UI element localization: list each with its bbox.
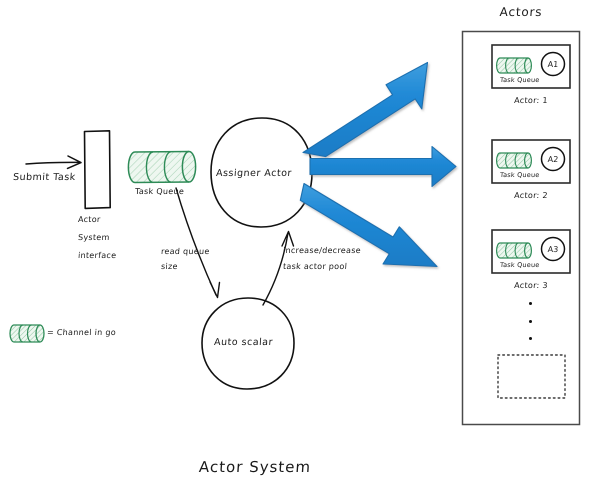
- actor-2-queue-icon: [496, 152, 532, 169]
- actor-3-queue-icon: [496, 242, 532, 259]
- read-queue-label-line2: size: [160, 262, 179, 271]
- dispatch-arrow-actor-3: [299, 182, 438, 268]
- task-queue-label: Task Queue: [134, 187, 185, 196]
- actor-box-2: [491, 139, 571, 184]
- submit-task-arrow-icon: [25, 155, 82, 170]
- auto-scalar-circle: [201, 297, 295, 390]
- actor-3-queue-label: Task Queue: [499, 261, 540, 269]
- actor-3-badge-label: A3: [547, 245, 559, 254]
- actor-system-interface-label-line1: Actor: [77, 215, 101, 224]
- scale-pool-label-line2: task actor pool: [282, 262, 348, 271]
- auto-scalar-label: Auto scalar: [213, 337, 274, 348]
- legend-label: = Channel in go: [46, 328, 117, 337]
- actor-2-badge-circle: [540, 146, 566, 172]
- actor-2-queue-label: Task Queue: [499, 171, 540, 179]
- actor-system-interface-rect: [83, 130, 111, 210]
- actor-1-caption: Actor: 1: [513, 96, 549, 105]
- assigner-actor-circle: [210, 117, 313, 228]
- scale-pool-label-line1: increase/decrease: [282, 246, 362, 255]
- actor-3-caption: Actor: 3: [513, 281, 549, 290]
- assigner-actor-label: Assigner Actor: [215, 168, 293, 179]
- actor-2-badge-label: A2: [547, 155, 559, 164]
- edge-scale-task-actor-pool: [262, 230, 295, 306]
- dispatch-arrow-actor-1: [302, 61, 429, 158]
- actor-1-badge-label: A1: [547, 60, 559, 69]
- dashed-placeholder-actor: [497, 354, 566, 399]
- read-queue-label-line1: read queue: [160, 247, 210, 256]
- task-queue-cylinder-icon: [127, 150, 197, 184]
- actor-2-caption: Actor: 2: [513, 191, 549, 200]
- actor-system-interface-label-line2: System: [77, 233, 110, 242]
- actor-1-queue-label: Task Queue: [499, 76, 540, 84]
- submit-task-label: Submit Task: [12, 172, 77, 183]
- legend-channel-icon: [9, 324, 45, 343]
- actor-3-badge-circle: [540, 236, 566, 262]
- actor-1-badge-circle: [540, 51, 566, 77]
- actors-panel-heading: Actors: [499, 5, 543, 19]
- actor-1-queue-icon: [496, 57, 532, 74]
- diagram-title: Actor System: [198, 458, 312, 476]
- actor-box-3: [491, 229, 571, 274]
- dispatch-arrow-actor-2: [309, 145, 457, 188]
- actor-box-1: [491, 44, 571, 89]
- actor-system-interface-label-line3: interface: [77, 251, 117, 260]
- edge-read-queue-size: [175, 187, 221, 299]
